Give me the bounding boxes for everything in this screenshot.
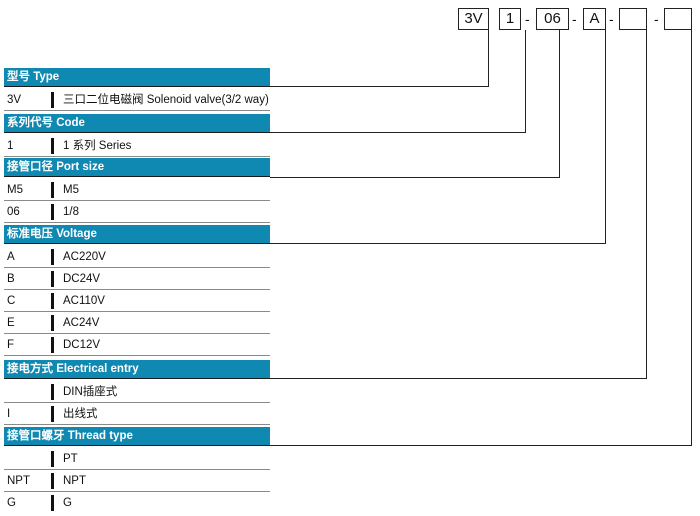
table-row: PT (4, 448, 270, 470)
section-header-type: 型号 Type (4, 68, 270, 87)
table-row: M5 M5 (4, 179, 270, 201)
option-description: 1/8 (63, 206, 79, 218)
option-description: 出线式 (63, 408, 98, 420)
option-description: AC220V (63, 251, 106, 263)
option-description: AC110V (63, 295, 105, 307)
section-header-voltage: 标准电压 Voltage (4, 225, 270, 244)
code-box-type: 3V (458, 8, 489, 30)
connector-line-electrical-entry (270, 30, 647, 379)
code-box-electrical-entry (619, 8, 647, 30)
divider-bar (51, 293, 54, 309)
divider-bar (51, 92, 54, 108)
connector-line-series (270, 30, 526, 133)
divider-bar (51, 204, 54, 220)
option-description: 1 系列 Series (63, 140, 132, 152)
option-code: 1 (7, 140, 14, 152)
option-description: DIN插座式 (63, 386, 118, 398)
option-code: 06 (7, 206, 20, 218)
divider-bar (51, 451, 54, 467)
code-box-series: 1 (499, 8, 521, 30)
option-code: 3V (7, 94, 22, 106)
code-separator: - (654, 11, 659, 27)
divider-bar (51, 473, 54, 489)
table-row: DIN插座式 (4, 381, 270, 403)
table-row: B DC24V (4, 268, 270, 290)
divider-bar (51, 384, 54, 400)
divider-bar (51, 495, 54, 511)
option-description: M5 (63, 184, 79, 196)
divider-bar (51, 315, 54, 331)
option-description: DC12V (63, 339, 101, 351)
table-row: 06 1/8 (4, 201, 270, 223)
code-separator: - (525, 11, 530, 27)
section-header-thread-type: 接管口螺牙 Thread type (4, 427, 270, 446)
option-description: 三口二位电磁阀 Solenoid valve(3/2 way) (63, 94, 269, 106)
connector-line-thread-type (270, 30, 692, 446)
option-code: F (7, 339, 15, 351)
code-box-voltage: A (583, 8, 606, 30)
option-code: I (7, 408, 11, 420)
table-row: G G (4, 492, 270, 514)
connector-line-port-size (270, 30, 560, 178)
option-code: G (7, 497, 16, 509)
connector-line-type (270, 30, 489, 87)
divider-bar (51, 138, 54, 154)
code-box-thread-type (664, 8, 692, 30)
option-code: M5 (7, 184, 23, 196)
divider-bar (51, 337, 54, 353)
option-code: NPT (7, 475, 30, 487)
option-code: A (7, 251, 15, 263)
divider-bar (51, 182, 54, 198)
connector-line-voltage (270, 30, 606, 244)
section-header-port-size: 接管口径 Port size (4, 158, 270, 177)
code-box-port-size: 06 (536, 8, 569, 30)
section-header-code: 系列代号 Code (4, 114, 270, 133)
table-row: F DC12V (4, 334, 270, 356)
option-description: AC24V (63, 317, 100, 329)
table-row: 1 1 系列 Series (4, 135, 270, 157)
code-separator: - (572, 11, 577, 27)
option-code: E (7, 317, 15, 329)
table-row: C AC110V (4, 290, 270, 312)
option-code: B (7, 273, 15, 285)
section-header-electrical-entry: 接电方式 Electrical entry (4, 360, 270, 379)
option-description: PT (63, 453, 78, 465)
table-row: A AC220V (4, 246, 270, 268)
table-row: I 出线式 (4, 403, 270, 425)
option-description: DC24V (63, 273, 101, 285)
table-row: 3V 三口二位电磁阀 Solenoid valve(3/2 way) (4, 89, 270, 111)
option-code: C (7, 295, 16, 307)
code-separator: - (609, 11, 614, 27)
divider-bar (51, 249, 54, 265)
option-description: NPT (63, 475, 86, 487)
table-row: E AC24V (4, 312, 270, 334)
divider-bar (51, 271, 54, 287)
divider-bar (51, 406, 54, 422)
option-description: G (63, 497, 72, 509)
table-row: NPT NPT (4, 470, 270, 492)
